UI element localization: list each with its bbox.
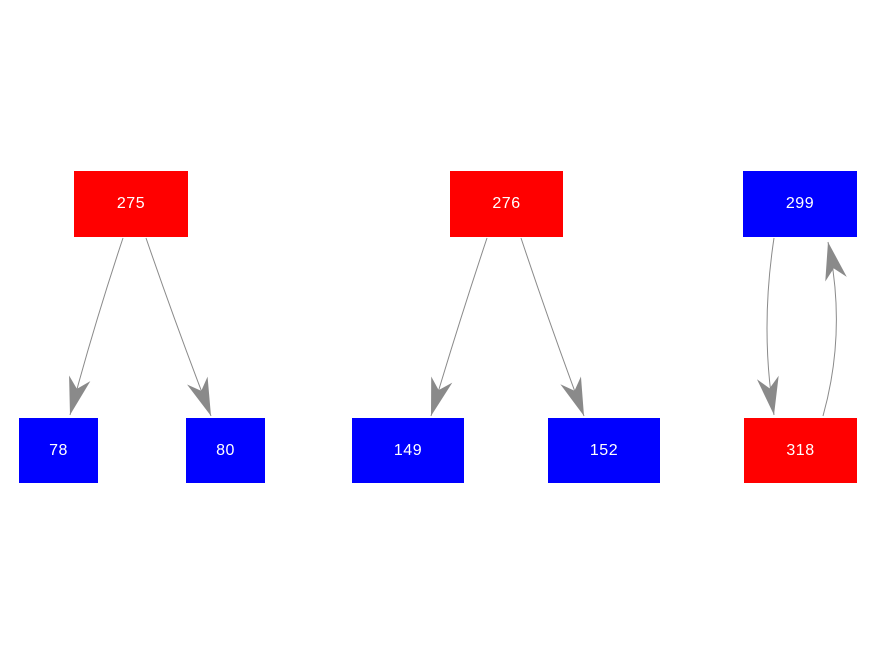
node-label: 276 xyxy=(492,195,521,212)
edge-276-to-149 xyxy=(430,237,488,417)
graph-node-275: 275 xyxy=(74,171,188,237)
node-label: 78 xyxy=(49,441,68,459)
node-label: 152 xyxy=(589,441,619,459)
graph-node-78: 78 xyxy=(19,418,98,483)
edge-299-to-318 xyxy=(756,237,779,416)
edge-275-to-78 xyxy=(69,237,124,416)
graph-node-149: 149 xyxy=(352,418,464,483)
node-label: 318 xyxy=(786,441,815,459)
node-label: 299 xyxy=(785,195,815,212)
graph-node-276: 276 xyxy=(450,171,563,237)
edge-318-to-299 xyxy=(822,241,847,417)
graph-node-80: 80 xyxy=(186,418,265,483)
node-label: 80 xyxy=(216,441,235,459)
graph-node-152: 152 xyxy=(548,418,660,483)
graph-node-299: 299 xyxy=(743,171,857,237)
edge-276-to-152 xyxy=(520,237,585,417)
node-label: 275 xyxy=(116,195,146,212)
graph-node-318: 318 xyxy=(744,418,857,483)
edges-group xyxy=(69,237,847,417)
node-label: 149 xyxy=(393,441,423,459)
edge-275-to-80 xyxy=(145,237,212,417)
